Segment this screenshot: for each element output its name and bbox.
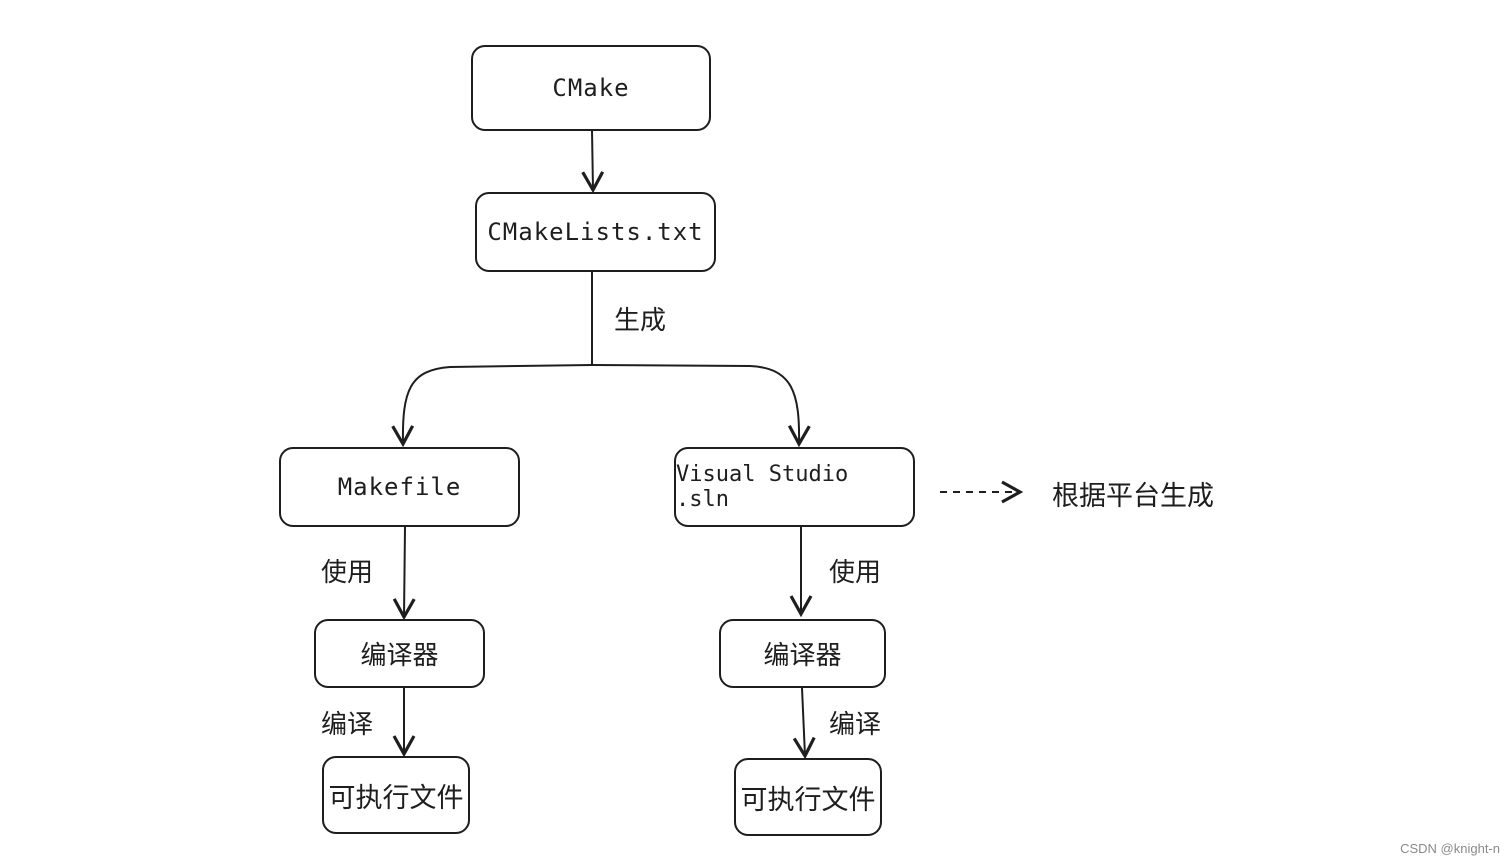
node-compiler-right-label: 编译器 — [763, 641, 842, 671]
node-exe-right-label: 可执行文件 — [740, 784, 876, 816]
edge-cmake-to-cmakelists — [581, 129, 605, 194]
node-vs-sln-label: Visual Studio .sln — [676, 462, 849, 512]
node-compiler-right: 编译器 — [719, 619, 886, 688]
edge-branch-to-makefile — [391, 364, 593, 448]
edge-label-use-left: 使用 — [321, 558, 374, 588]
node-makefile-label: Makefile — [337, 473, 462, 501]
edge-label-generate: 生成 — [614, 306, 667, 336]
node-makefile: Makefile — [279, 447, 520, 527]
node-exe-left-label: 可执行文件 — [328, 782, 464, 814]
node-cmakelists-label: CMakeLists.txt — [487, 218, 704, 246]
watermark: CSDN @knight-n — [1400, 841, 1500, 856]
edge-branch-to-vs-sln — [591, 364, 811, 448]
node-exe-left: 可执行文件 — [322, 756, 470, 834]
edge-label-use-right: 使用 — [829, 558, 882, 588]
node-cmake-label: CMake — [552, 74, 630, 102]
node-compiler-left-label: 编译器 — [360, 641, 439, 671]
node-compiler-left: 编译器 — [314, 619, 485, 688]
edge-compiler-to-exe-right — [792, 687, 816, 760]
node-vs-sln: Visual Studio .sln — [674, 447, 915, 527]
platform-note-label: 根据平台生成 — [1052, 481, 1214, 512]
node-exe-right: 可执行文件 — [734, 758, 882, 836]
edge-makefile-to-compiler — [392, 526, 416, 621]
edge-label-compile-left: 编译 — [321, 710, 374, 740]
node-cmake: CMake — [471, 45, 711, 131]
edge-label-compile-right: 编译 — [829, 710, 882, 740]
node-cmakelists: CMakeLists.txt — [475, 192, 716, 272]
